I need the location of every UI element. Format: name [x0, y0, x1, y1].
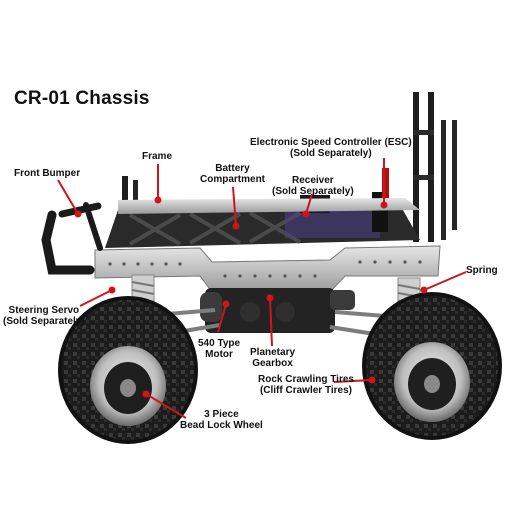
rear-wheel — [362, 292, 502, 440]
label-bead-lock-wheel: 3 Piece Bead Lock Wheel — [180, 409, 263, 431]
label-receiver: Receiver (Sold Separately) — [272, 175, 354, 197]
rear-cage — [413, 92, 457, 242]
frame-rails — [94, 198, 441, 293]
label-planetary-gearbox: Planetary Gearbox — [250, 347, 296, 369]
label-rock-crawling-tires: Rock Crawling Tires (Cliff Crawler Tires… — [258, 374, 354, 396]
callout-front-bumper — [57, 179, 79, 215]
label-battery-compartment: Battery Compartment — [200, 163, 266, 185]
callout-tires — [333, 379, 373, 383]
callout-lines — [57, 158, 467, 419]
callout-spring — [423, 271, 467, 291]
label-frame: Frame — [142, 151, 173, 162]
diagram-title: CR-01 Chassis — [14, 88, 150, 109]
callout-battery — [232, 186, 237, 227]
callout-gearbox — [269, 297, 273, 347]
front-wheel — [58, 296, 198, 444]
callout-wheel — [145, 393, 187, 419]
callout-motor — [217, 303, 227, 333]
label-front-bumper: Front Bumper — [14, 168, 81, 179]
front-bumper — [41, 202, 103, 275]
callout-steering-servo — [79, 289, 113, 307]
label-esc: Electronic Speed Controller (ESC) (Sold … — [250, 137, 412, 159]
label-spring: Spring — [466, 265, 498, 276]
label-540-motor: 540 Type Motor — [198, 338, 241, 360]
label-steering-servo: Steering Servo (Sold Separately) — [3, 305, 85, 327]
